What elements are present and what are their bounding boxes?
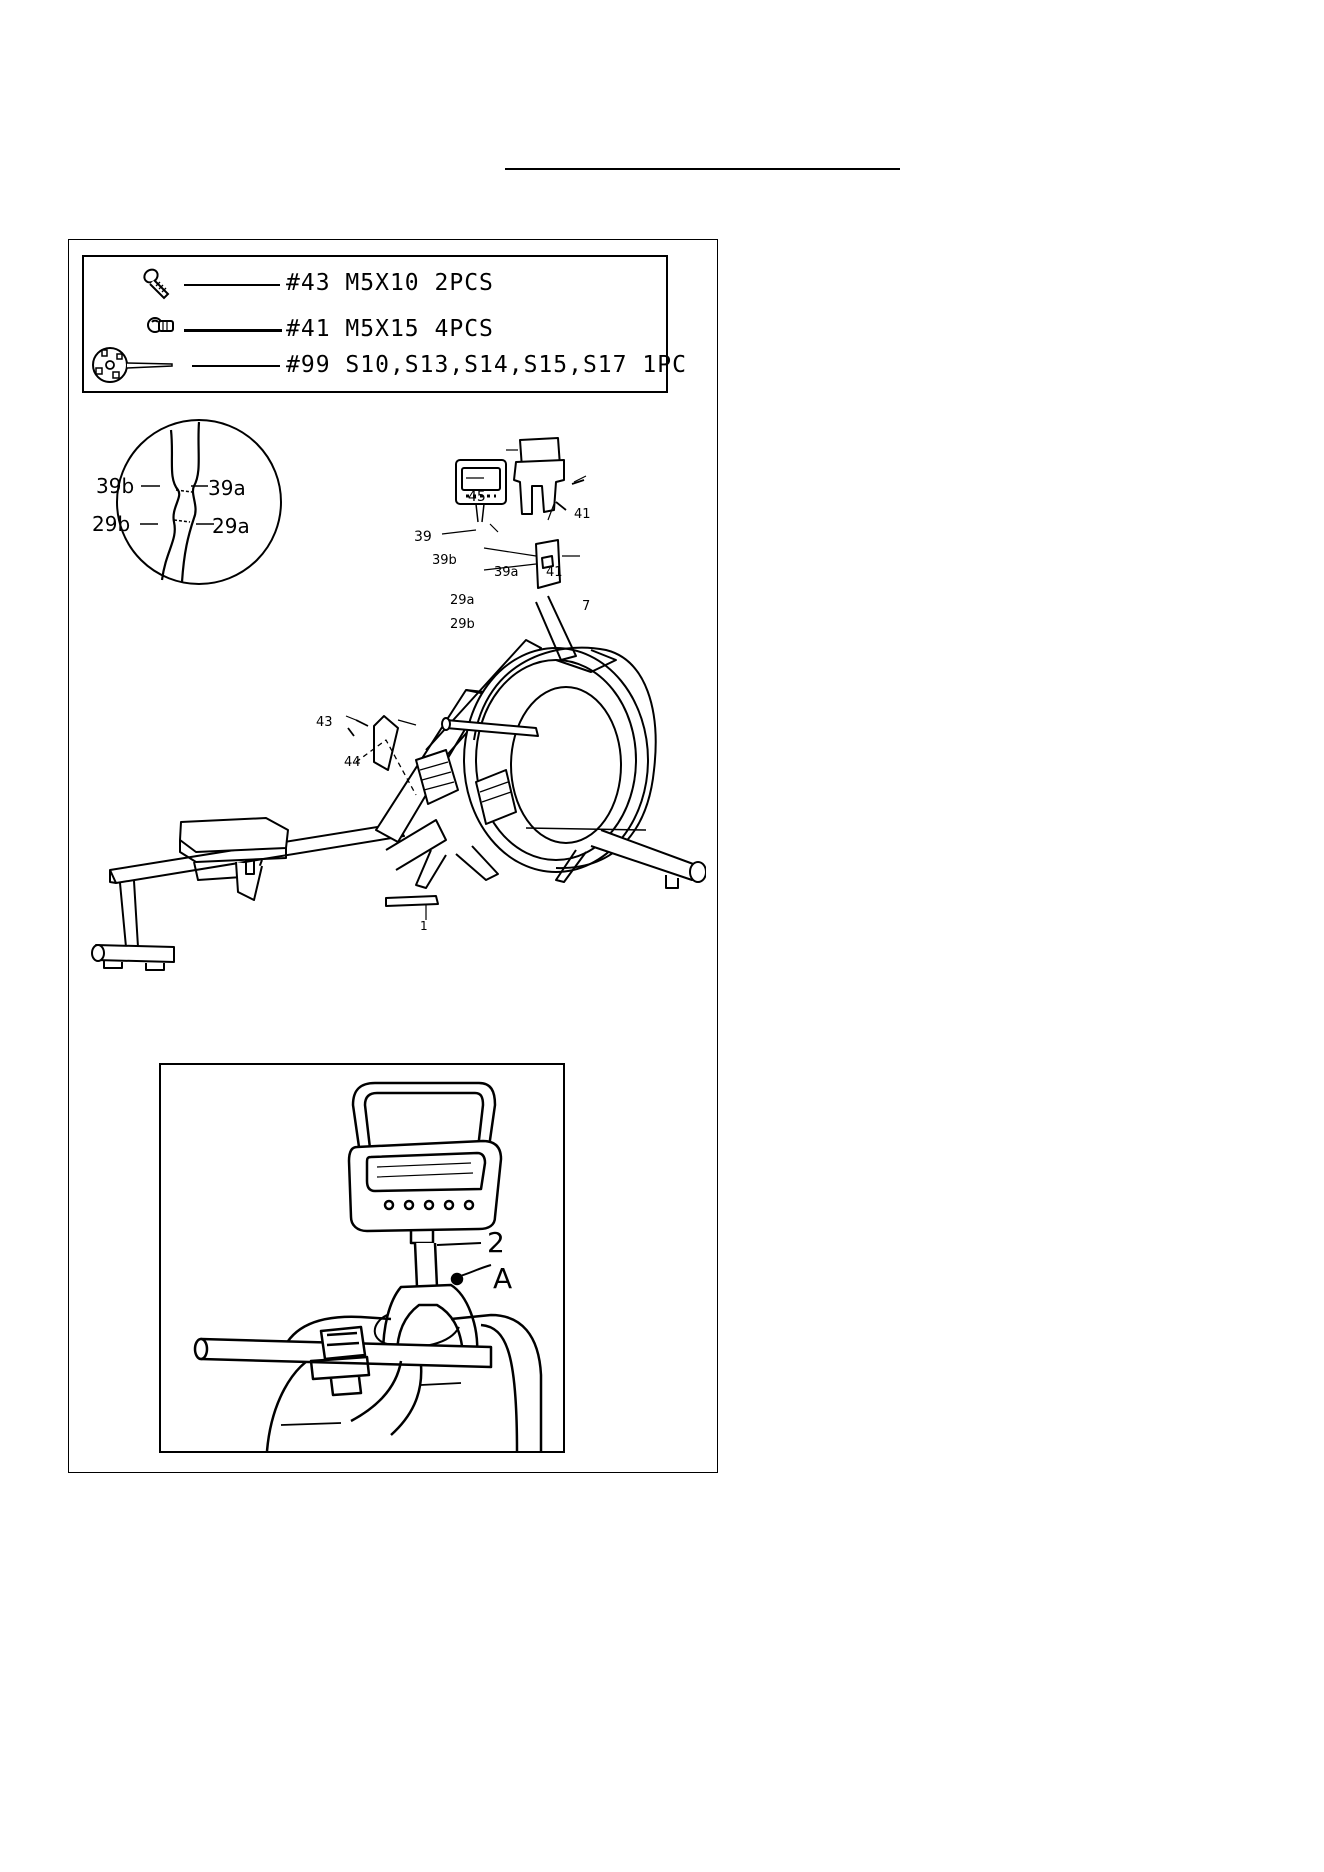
part-label-screw-lower: 41 — [546, 566, 563, 579]
part-label-screw: 41 — [574, 508, 591, 521]
rowing-machine-drawing — [86, 410, 706, 995]
part-label-bracket: 44 — [344, 756, 361, 769]
hardware-leader-line — [184, 329, 282, 332]
detail-label-mast: 2 — [487, 1229, 505, 1257]
hardware-description: #41 M5X15 4PCS — [286, 315, 494, 343]
exploded-diagram: 39b 39a 29b 29a 39 45 41 41 39b 39a 29a … — [86, 410, 706, 995]
hardware-leader-line — [184, 284, 280, 286]
part-qty: 1PC — [642, 352, 687, 378]
part-label-holder: 45 — [468, 490, 486, 504]
part-label-console: 39 — [414, 530, 432, 544]
detail-label-point: A — [493, 1265, 512, 1293]
part-spec: M5X15 — [345, 316, 419, 342]
cable-label-console-b: 39b — [432, 554, 457, 567]
part-qty: 4PCS — [435, 316, 494, 342]
detail-view: 2 A — [159, 1063, 565, 1453]
cable-label-mast-a: 29a — [450, 594, 475, 607]
bolt-m5x10-icon — [142, 267, 176, 301]
multi-wrench-icon — [88, 343, 174, 387]
part-number: #41 — [286, 316, 331, 342]
part-spec: S10,S13,S14,S15,S17 — [345, 352, 627, 378]
hardware-list: #43 M5X10 2PCS #41 M5X15 4PCS — [82, 255, 668, 393]
bolt-m5x15-icon — [146, 313, 178, 341]
part-label-bracket-screw: 43 — [316, 716, 333, 729]
cable-label-mast-b: 29b — [450, 618, 475, 631]
part-number: #43 — [286, 270, 331, 296]
hardware-description: #99 S10,S13,S14,S15,S17 1PC — [286, 351, 687, 379]
hardware-row: #43 M5X10 2PCS — [84, 265, 666, 305]
callout-label: 39a — [208, 478, 246, 498]
callout-label: 39b — [96, 476, 134, 496]
part-label-mast: 7 — [582, 600, 590, 613]
part-spec: M5X10 — [345, 270, 419, 296]
title-underline — [505, 168, 900, 170]
hardware-leader-line — [192, 365, 280, 367]
part-label-frame: 1 — [420, 920, 428, 932]
part-qty: 2PCS — [435, 270, 494, 296]
part-number: #99 — [286, 352, 331, 378]
hardware-row: #99 S10,S13,S14,S15,S17 1PC — [84, 347, 666, 387]
callout-label: 29a — [212, 516, 250, 536]
callout-label: 29b — [92, 514, 130, 534]
hardware-description: #43 M5X10 2PCS — [286, 269, 494, 297]
cable-label-console-a: 39a — [494, 566, 519, 579]
